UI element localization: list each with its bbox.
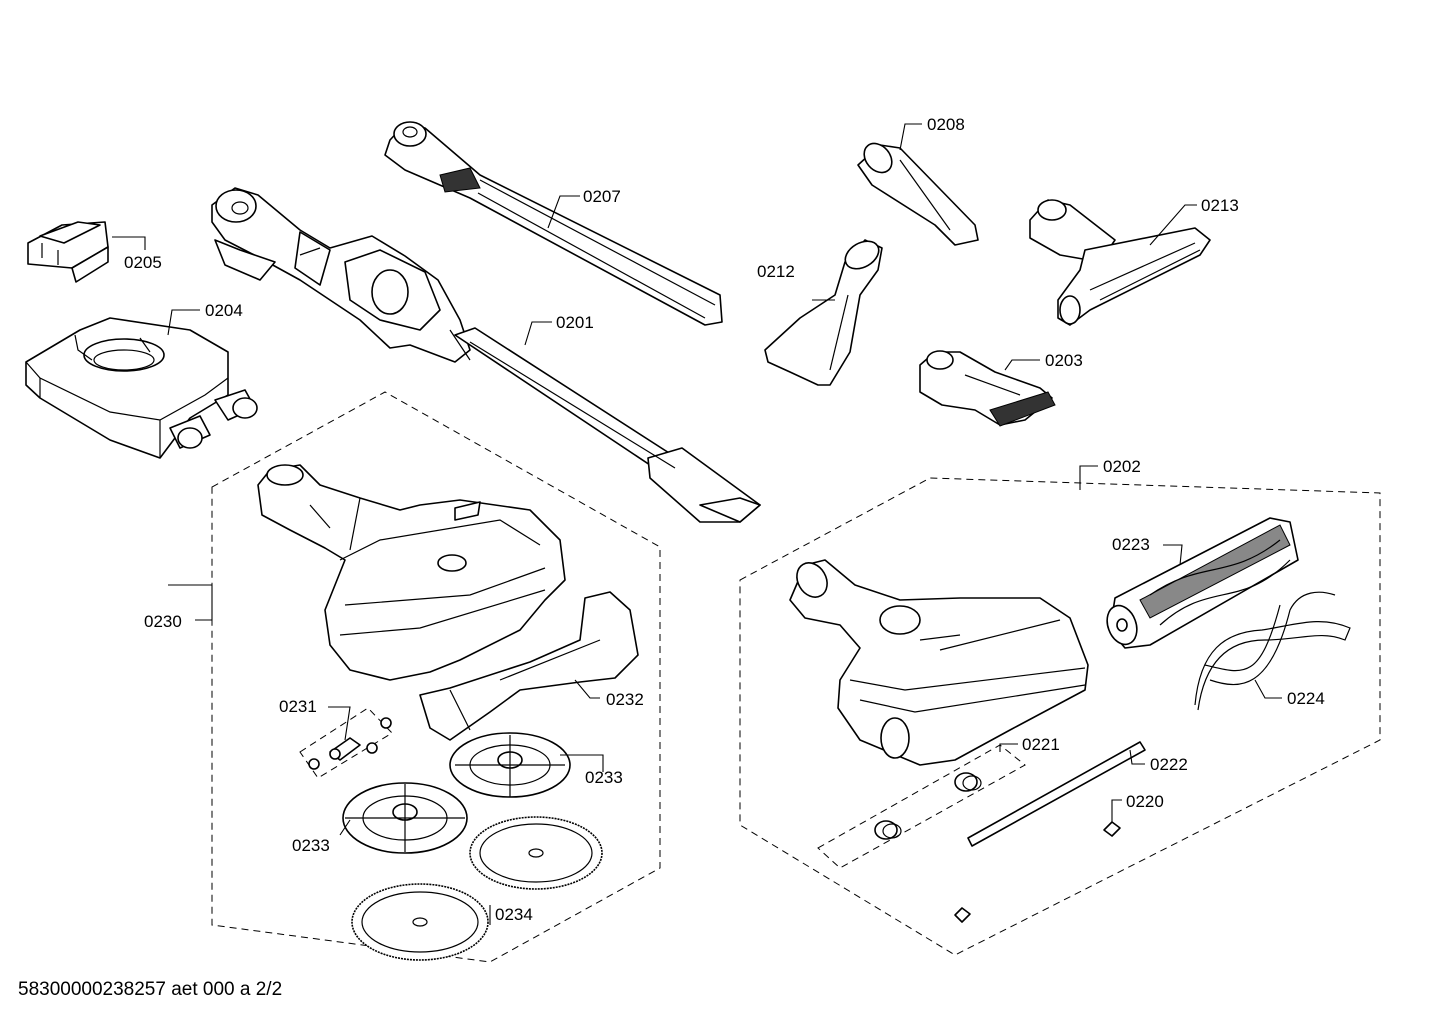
- callout-0205: 0205: [124, 253, 162, 272]
- part-0223-brush-roll: [1106, 517, 1299, 649]
- part-0221-wheel-a: [954, 772, 982, 792]
- part-0221-wheel-b: [874, 820, 902, 840]
- callout-0212: 0212: [757, 262, 795, 281]
- callout-0213: 0213: [1201, 196, 1239, 215]
- callout-0223: 0223: [1112, 535, 1150, 554]
- group-outline-0230: [211, 391, 661, 963]
- part-0230-floor-head: [257, 464, 566, 681]
- document-reference-footer: 58300000238257 aet 000 a 2/2: [18, 979, 283, 1000]
- callout-0234: 0234: [495, 905, 533, 924]
- callout-0208: 0208: [927, 115, 965, 134]
- callout-0232: 0232: [606, 690, 644, 709]
- part-0222-strip: [967, 741, 1146, 847]
- part-0234-pad-upper: [469, 816, 603, 890]
- part-0212-wide-nozzle: [764, 239, 883, 386]
- part-0208-crevice-nozzle: [857, 142, 979, 246]
- callout-0203: 0203: [1045, 351, 1083, 370]
- callout-0222: 0222: [1150, 755, 1188, 774]
- part-0203-dusting-brush: [919, 350, 1056, 427]
- part-0204-charging-base: [25, 317, 258, 459]
- callout-0207: 0207: [583, 187, 621, 206]
- part-0233-disc-lower: [342, 782, 468, 854]
- group-outline-0221: [817, 744, 1026, 869]
- part-0231-small-parts: [308, 717, 392, 770]
- part-0233-disc-upper: [449, 732, 571, 798]
- part-0207-extension-tube: [384, 121, 723, 326]
- callout-0231: 0231: [279, 697, 317, 716]
- part-0232-cover-plate: [419, 591, 639, 741]
- part-0224-drive-belt: [1194, 591, 1351, 711]
- leader-lines: [112, 123, 1282, 925]
- part-0202-powered-nozzle: [789, 559, 1089, 766]
- callout-0230: 0230: [144, 612, 182, 631]
- part-0234-pad-lower: [351, 883, 489, 961]
- callout-0224: 0224: [1287, 689, 1325, 708]
- callout-0204: 0204: [205, 301, 243, 320]
- part-0220-fastener-b: [954, 907, 971, 923]
- callout-0221: 0221: [1022, 735, 1060, 754]
- callout-0220: 0220: [1126, 792, 1164, 811]
- callout-0233-upper: 0233: [585, 768, 623, 787]
- part-0220-fastener-a: [1103, 821, 1121, 837]
- callout-0233-lower: 0233: [292, 836, 330, 855]
- callout-0202: 0202: [1103, 457, 1141, 476]
- part-0205-clip: [27, 221, 109, 283]
- callout-0201: 0201: [556, 313, 594, 332]
- part-0213-upholstery-nozzle: [1029, 199, 1211, 326]
- group-outline-0231: [299, 707, 393, 779]
- part-0201-handle-wand: [211, 187, 761, 523]
- callouts: 0205 0204 0207 0201 0208 0213 0212 0203 …: [124, 115, 1325, 924]
- group-outline-0202: [739, 477, 1381, 956]
